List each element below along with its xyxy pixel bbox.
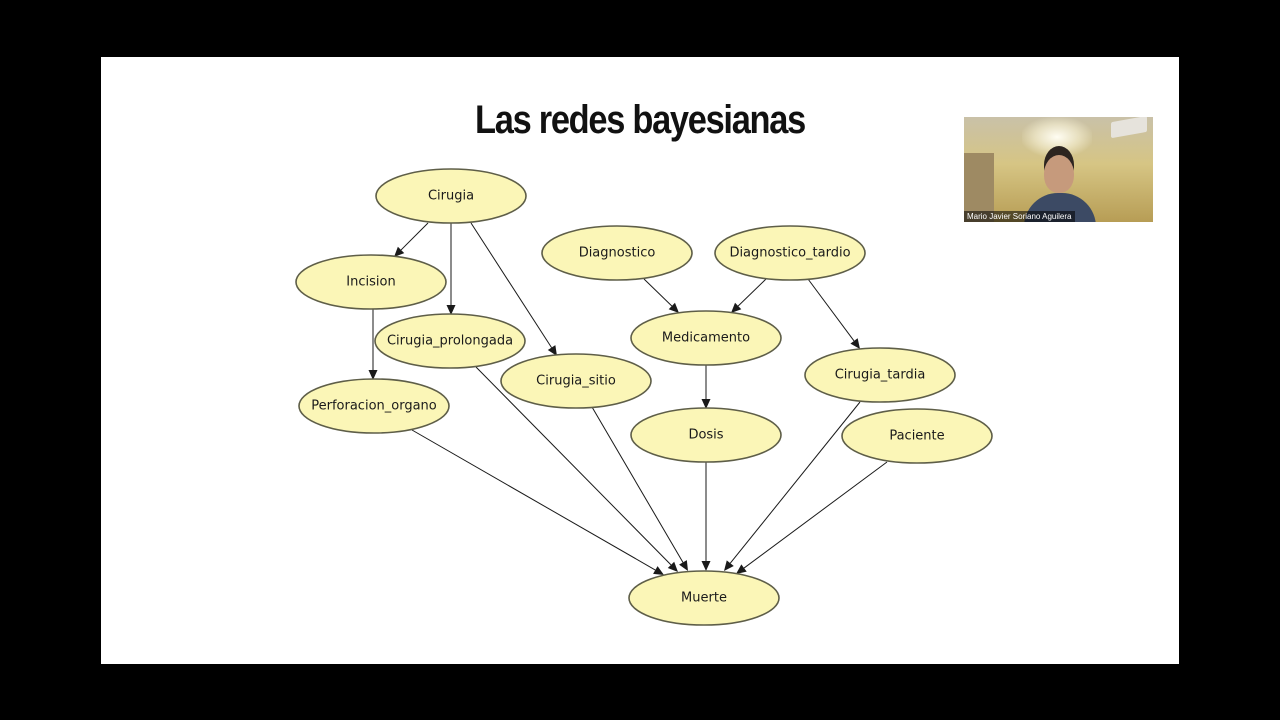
- edge-line: [737, 278, 767, 307]
- node-ellipse: [541, 225, 693, 281]
- node-incision[interactable]: Incision: [295, 254, 447, 310]
- node-ellipse: [375, 168, 527, 224]
- node-label: Cirugia: [428, 189, 474, 204]
- edge-paciente-to-muerte: [736, 461, 888, 574]
- edge-line: [729, 401, 861, 564]
- node-label: Incision: [346, 275, 395, 290]
- node-cirugia-tardia[interactable]: Cirugia_tardia: [804, 347, 956, 403]
- arrowhead-icon: [724, 560, 734, 571]
- node-ellipse: [841, 408, 993, 464]
- edge-incision-to-perforacion-organo: [368, 309, 378, 380]
- edge-diagnostico-tardio-to-cirugia-tardia: [807, 278, 860, 349]
- node-diagnostico-tardio[interactable]: Diagnostico_tardio: [714, 225, 866, 281]
- arrowhead-icon: [446, 305, 456, 315]
- arrowhead-icon: [679, 560, 688, 571]
- arrowhead-icon: [701, 561, 711, 571]
- arrowhead-icon: [653, 566, 664, 575]
- node-ellipse: [298, 378, 450, 434]
- node-cirugia[interactable]: Cirugia: [375, 168, 527, 224]
- edge-cirugia-to-cirugia-sitio: [470, 222, 557, 356]
- node-cirugia-sitio[interactable]: Cirugia_sitio: [500, 353, 652, 409]
- node-label: Muerte: [681, 591, 727, 606]
- node-ellipse: [628, 570, 780, 626]
- node-dosis[interactable]: Dosis: [630, 407, 782, 463]
- arrowhead-icon: [668, 302, 679, 313]
- node-label: Medicamento: [662, 331, 750, 346]
- edges-layer: [368, 222, 888, 575]
- arrowhead-icon: [701, 399, 711, 409]
- edge-cirugia-sitio-to-muerte: [591, 406, 688, 571]
- node-medicamento[interactable]: Medicamento: [630, 310, 782, 366]
- node-cirugia-prolongada[interactable]: Cirugia_prolongada: [374, 313, 526, 369]
- arrowhead-icon: [667, 561, 678, 572]
- node-paciente[interactable]: Paciente: [841, 408, 993, 464]
- air-conditioner: [1111, 117, 1147, 139]
- slide-title: Las redes bayesianas: [475, 98, 806, 142]
- node-perforacion-organo[interactable]: Perforacion_organo: [298, 378, 450, 434]
- edge-line: [400, 222, 429, 251]
- ceiling-light: [1022, 117, 1092, 157]
- edge-cirugia-prolongada-to-muerte: [475, 366, 678, 572]
- node-muerte[interactable]: Muerte: [628, 570, 780, 626]
- node-ellipse: [804, 347, 956, 403]
- edge-cirugia-tardia-to-muerte: [724, 401, 861, 571]
- node-label: Cirugia_sitio: [536, 374, 616, 389]
- edge-cirugia-to-cirugia-prolongada: [446, 223, 456, 315]
- edge-diagnostico-to-medicamento: [643, 278, 679, 313]
- node-ellipse: [374, 313, 526, 369]
- edge-line: [470, 222, 552, 348]
- participant-name-tag: Mario Javier Soriano Aguilera: [964, 211, 1075, 222]
- edge-line: [475, 366, 672, 566]
- node-label: Diagnostico: [579, 246, 656, 261]
- node-ellipse: [295, 254, 447, 310]
- arrowhead-icon: [736, 564, 747, 574]
- arrowhead-icon: [850, 338, 860, 349]
- nodes-layer: CirugiaIncisionCirugia_prolongadaCirugia…: [295, 168, 993, 626]
- node-label: Perforacion_organo: [311, 399, 437, 414]
- node-ellipse: [630, 407, 782, 463]
- edge-perforacion-organo-to-muerte: [411, 429, 664, 575]
- node-label: Cirugia_tardia: [835, 368, 926, 383]
- node-label: Cirugia_prolongada: [387, 334, 513, 349]
- background-wall: [964, 153, 994, 222]
- arrowhead-icon: [731, 302, 742, 313]
- node-label: Paciente: [889, 429, 944, 444]
- edge-line: [643, 278, 673, 307]
- node-diagnostico[interactable]: Diagnostico: [541, 225, 693, 281]
- arrowhead-icon: [547, 345, 557, 356]
- edge-line: [743, 461, 888, 569]
- node-ellipse: [630, 310, 782, 366]
- edge-line: [591, 406, 684, 563]
- edge-cirugia-to-incision: [394, 222, 429, 257]
- edge-line: [807, 278, 855, 342]
- arrowhead-icon: [394, 246, 405, 257]
- node-ellipse: [714, 225, 866, 281]
- node-ellipse: [500, 353, 652, 409]
- arrowhead-icon: [368, 370, 378, 380]
- edge-diagnostico-tardio-to-medicamento: [731, 278, 767, 313]
- node-label: Diagnostico_tardio: [729, 246, 850, 261]
- edge-dosis-to-muerte: [701, 462, 711, 571]
- node-label: Dosis: [688, 428, 723, 443]
- edge-line: [411, 429, 656, 571]
- person-head: [1044, 155, 1074, 193]
- edge-medicamento-to-dosis: [701, 365, 711, 409]
- webcam-thumbnail[interactable]: Mario Javier Soriano Aguilera: [964, 117, 1153, 222]
